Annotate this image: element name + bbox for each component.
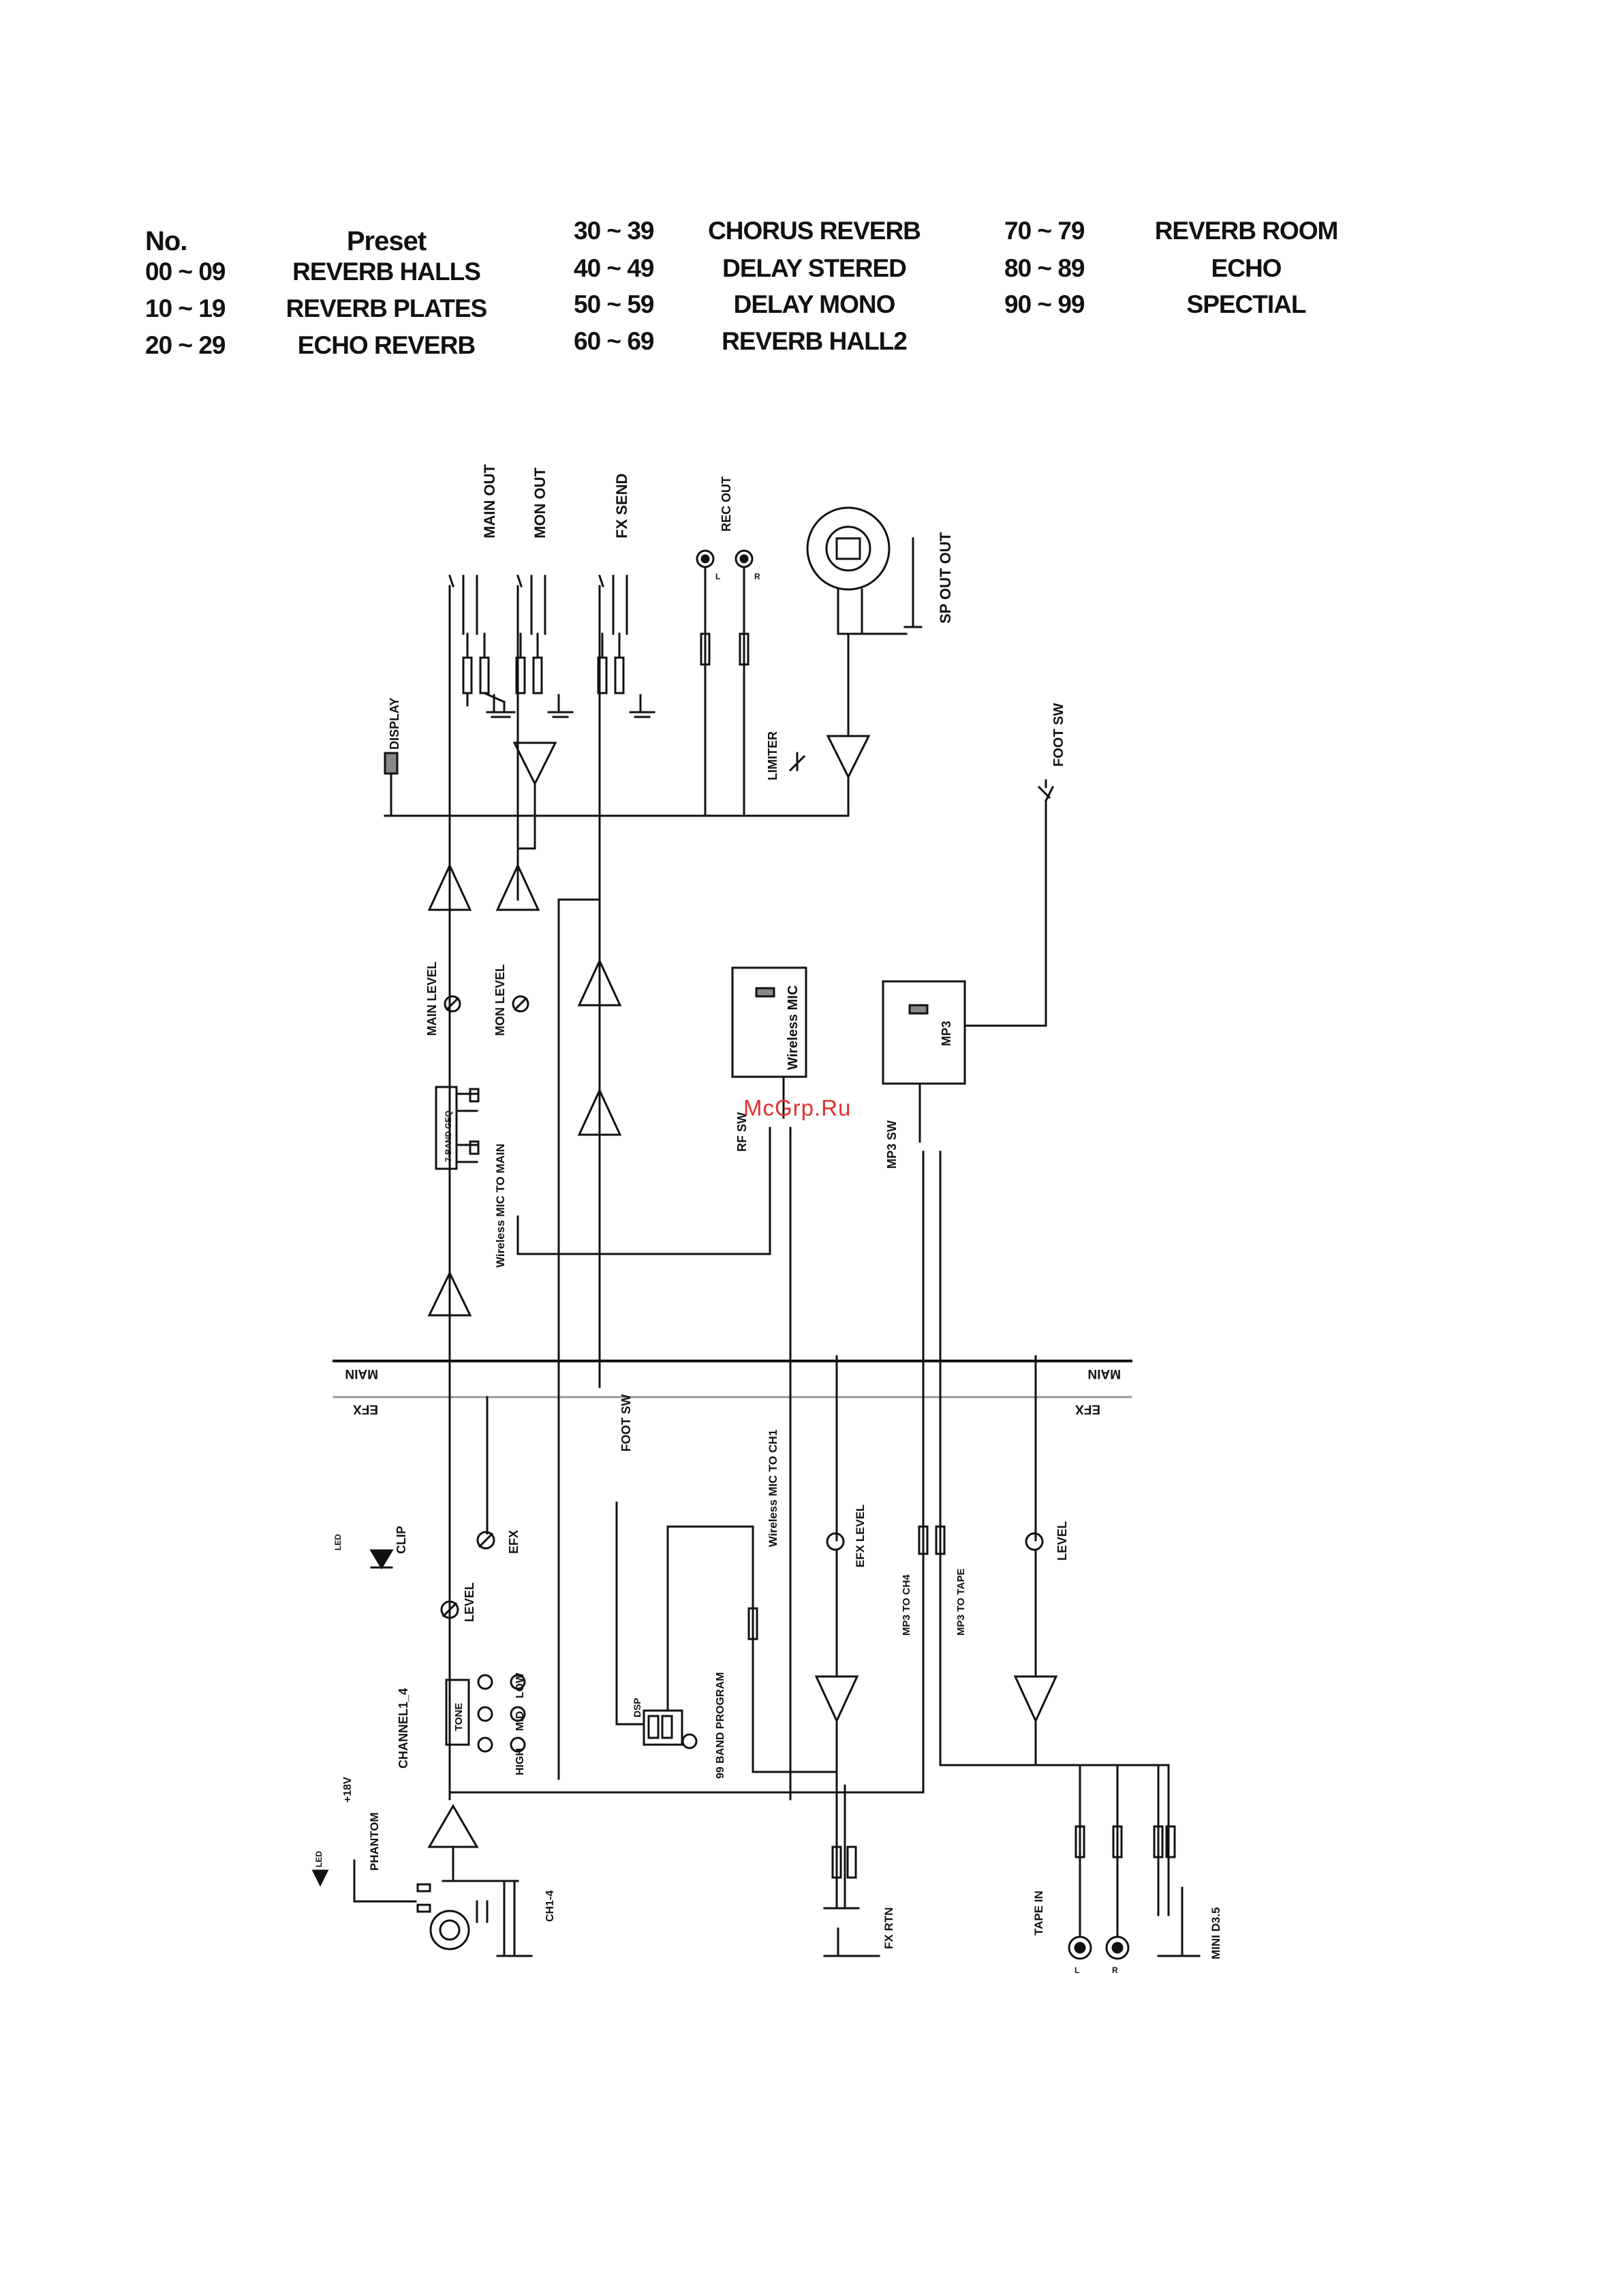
tone-box	[445, 1679, 470, 1746]
label-wireless-to-ch1: Wireless MIC TO CH1	[767, 1430, 779, 1547]
efx-level-pot	[826, 1532, 845, 1551]
label-mon-level: MON LEVEL	[493, 964, 507, 1036]
preset-no-header: No.	[145, 226, 187, 256]
main-out-chain	[448, 575, 516, 1801]
preset-name: DELAY STERED	[722, 254, 907, 282]
xlr-input	[429, 1910, 470, 1950]
label-channel: CHANNEL1_4	[397, 1688, 410, 1769]
label-rec-r: R	[754, 572, 760, 581]
mp3-box	[882, 980, 966, 1085]
label-mini: MINI D3.5	[1209, 1907, 1222, 1959]
label-mp3-to-ch4: MP3 TO CH4	[901, 1574, 912, 1636]
preset-no: 70 ~ 79	[1004, 217, 1085, 245]
label-tape-l: L	[1075, 1965, 1079, 1975]
label-tape-r: R	[1112, 1965, 1118, 1975]
preset-no: 80 ~ 89	[1004, 254, 1085, 282]
label-sp-out: SP OUT OUT	[937, 532, 954, 624]
main-level-pot	[444, 995, 461, 1013]
efx-pot	[476, 1531, 495, 1550]
label-led-1: LED	[333, 1534, 343, 1550]
label-efx-level: EFX LEVEL	[854, 1504, 867, 1567]
label-dsp: DSP	[632, 1698, 643, 1717]
label-clip: CLIP	[395, 1526, 408, 1554]
label-wireless-mic: Wireless MIC	[786, 985, 801, 1070]
mon-amp	[495, 863, 540, 911]
label-level: LEVEL	[463, 1582, 476, 1622]
main-amp	[427, 863, 472, 911]
label-mp3-to-tape: MP3 TO TAPE	[955, 1568, 967, 1636]
tape-in-r	[1105, 1935, 1130, 1960]
label-fx-send: FX SEND	[613, 474, 630, 538]
preset-name: DELAY MONO	[733, 290, 896, 318]
preset-name: REVERB ROOM	[1154, 217, 1339, 245]
sp-out	[788, 506, 923, 817]
label-ch: CH1-4	[544, 1891, 556, 1922]
label-tape-in: TAPE IN	[1032, 1891, 1045, 1935]
rec-out	[696, 549, 754, 817]
label-efx: EFX	[507, 1530, 521, 1554]
label-main-level: MAIN LEVEL	[425, 962, 439, 1036]
label-rf-sw: RF SW	[735, 1112, 749, 1152]
watermark: McGrp.Ru	[743, 1095, 852, 1120]
channel-amp	[427, 1270, 472, 1317]
level-pot	[440, 1600, 459, 1619]
preset-name: SPECTIAL	[1186, 290, 1307, 318]
preset-no: 20 ~ 29	[145, 331, 226, 359]
label-mid: MID	[514, 1711, 526, 1731]
preset-no: 00 ~ 09	[145, 258, 226, 286]
label-18v: +18V	[342, 1777, 354, 1803]
label-phantom: PHANTOM	[368, 1812, 381, 1871]
preset-no: 30 ~ 39	[574, 217, 654, 245]
mon-out-chain	[512, 575, 574, 901]
label-high: HIGH	[514, 1748, 526, 1775]
label-main-bus-left: MAIN	[345, 1366, 378, 1381]
preset-no: 40 ~ 49	[574, 254, 654, 282]
preset-name-header: Preset	[346, 226, 427, 256]
preset-name: REVERB HALLS	[292, 258, 481, 286]
wireless-mic-box	[731, 966, 807, 1078]
preset-no: 60 ~ 69	[574, 327, 654, 355]
preset-no: 90 ~ 99	[1004, 290, 1085, 318]
label-foot-sw-right: FOOT SW	[1051, 703, 1066, 767]
label-rec-l: L	[715, 572, 720, 581]
preset-name: REVERB HALL2	[722, 327, 908, 355]
label-geq: 7-BAND GEQ	[444, 1111, 453, 1162]
mon-level-pot	[512, 995, 529, 1013]
label-efx-bus-right: EFX	[1075, 1402, 1100, 1416]
label-rec-out: REC OUT	[720, 476, 733, 532]
label-low: LOW	[514, 1672, 526, 1698]
label-tone: TONE	[453, 1703, 465, 1731]
geq-box	[435, 1086, 458, 1170]
label-main-out: MAIN OUT	[481, 464, 498, 538]
label-main-bus-right: MAIN	[1087, 1366, 1121, 1381]
label-mp3-sw: MP3 SW	[885, 1120, 899, 1169]
label-display: DISPLAY	[388, 698, 401, 750]
label-tape-level: LEVEL	[1055, 1521, 1069, 1561]
label-foot-sw-left: FOOT SW	[619, 1394, 633, 1452]
input-preamp	[427, 1804, 479, 1848]
preset-name: ECHO REVERB	[297, 331, 476, 359]
label-efx-bus-left: EFX	[353, 1402, 378, 1416]
label-led-2: LED	[314, 1851, 324, 1867]
tape-level-pot	[1025, 1532, 1044, 1551]
label-limiter: LIMITER	[766, 731, 779, 780]
preset-name: CHORUS REVERB	[708, 217, 921, 245]
preset-no: 50 ~ 59	[574, 290, 654, 318]
label-band-program: 99 BAND PROGRAM	[715, 1672, 726, 1779]
label-mon-out: MON OUT	[531, 468, 548, 538]
clip-led	[369, 1549, 394, 1570]
label-fx-rtn: FX RTN	[882, 1908, 895, 1949]
label-wireless-to-main: Wireless MIC TO MAIN	[494, 1144, 507, 1268]
fx-send-chain	[577, 575, 655, 1388]
label-mp3: MP3	[940, 1021, 953, 1046]
preset-name: ECHO	[1211, 254, 1282, 282]
preset-no: 10 ~ 19	[145, 294, 226, 322]
preset-name: REVERB PLATES	[285, 294, 488, 322]
tape-in-l	[1068, 1935, 1092, 1960]
display-chip	[384, 752, 399, 775]
dsp-display	[643, 1709, 683, 1746]
